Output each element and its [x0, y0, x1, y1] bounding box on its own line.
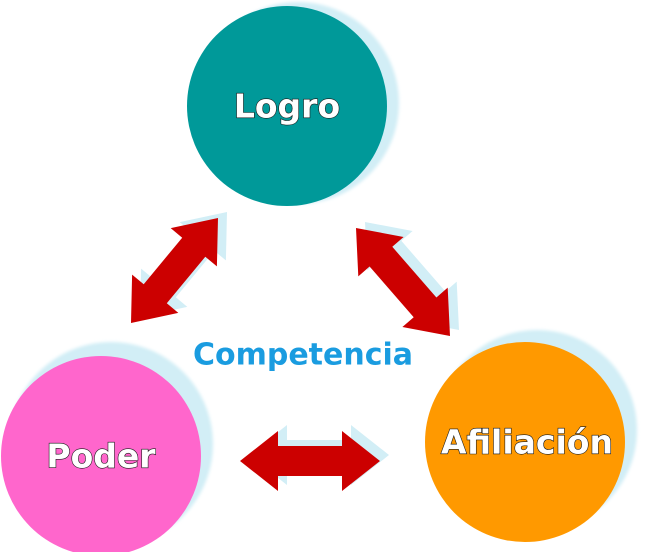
node-logro-circle [187, 6, 387, 206]
node-afiliacion-circle [425, 342, 625, 542]
arrow-logro-poder [131, 212, 227, 323]
arrow-poder-afiliacion [240, 425, 389, 491]
arrow-logro-poder-shape [131, 218, 218, 323]
node-poder: Poder [1, 342, 213, 552]
node-afiliacion-label: Afiliación [441, 423, 613, 462]
arrow-poder-afiliacion-shape [240, 431, 380, 491]
node-afiliacion: Afiliación [425, 330, 637, 542]
arrow-logro-afiliacion [356, 222, 459, 336]
node-poder-circle [1, 356, 201, 552]
node-poder-label: Poder [46, 437, 156, 476]
node-logro-label: Logro [234, 87, 340, 126]
node-logro: Logro [187, 2, 399, 206]
center-label: Competencia [193, 338, 413, 373]
arrow-logro-afiliacion-shape [356, 228, 450, 336]
